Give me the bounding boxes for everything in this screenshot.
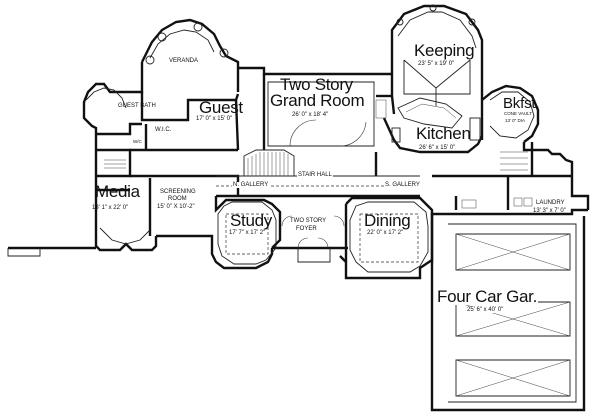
hall-name-n-gallery: N. GALLERY <box>232 182 270 188</box>
room-name-wic: W.I.C. <box>155 127 172 133</box>
room-name-kitchen: Kitchen <box>416 124 471 143</box>
room-name-grand-room-line2: Grand Room <box>270 91 365 110</box>
room-name-wc: W/C <box>133 139 142 144</box>
room-name-veranda: VERANDA <box>169 58 199 64</box>
room-dims-screening: 15' 0" X 10'-2" <box>157 204 195 210</box>
laundry-fixtures <box>461 197 533 209</box>
room-dims-bkfst: 13' 0" DIA <box>505 118 525 123</box>
bkfst-round <box>489 91 535 139</box>
house-exterior-walls <box>8 4 590 412</box>
kitchen-island <box>391 97 481 143</box>
keeping-octagon-detail <box>396 4 477 106</box>
garage-bays <box>448 223 577 403</box>
grand-room-detail <box>267 81 387 147</box>
stair <box>243 149 528 176</box>
study-octagon <box>217 201 277 265</box>
room-name-keeping: Keeping <box>414 41 475 60</box>
room-name-dining: Dining <box>364 211 411 230</box>
room-dims-kitchen: 26' 6" x 15' 0" <box>419 145 456 151</box>
room-name-media: Media <box>95 182 140 201</box>
room-name-guest: Guest <box>199 98 243 117</box>
entry-walkway <box>7 248 41 257</box>
room-name-screening-line1: SCREENING <box>160 189 196 195</box>
room-dims-garage: 25' 6" x 40' 0" <box>466 307 505 313</box>
media-curved-wall <box>85 87 151 245</box>
foyer-doors <box>281 215 345 263</box>
room-dims-grand-room: 26' 0" x 18' 4" <box>292 112 329 118</box>
room-dims-laundry: 13' 3" x 7' 0" <box>533 208 566 214</box>
room-dims-guest: 17' 0" x 15' 0" <box>196 116 233 122</box>
room-name-garage: Four Car Gar. <box>436 287 539 306</box>
dining-octagon <box>349 201 429 273</box>
room-name-foyer-line2: FOYER <box>296 226 317 232</box>
room-dims-media: 13' 1" x 22' 0" <box>92 205 129 211</box>
veranda-outline <box>140 18 240 92</box>
room-name-foyer-line1: TWO STORY <box>290 218 327 224</box>
room-name-study: Study <box>230 211 272 230</box>
room-dims-dining: 22' 0" x 17' 2" <box>367 230 404 236</box>
hall-name-stair-hall: STAIR HALL <box>297 172 333 178</box>
room-name-bkfst: Bkfst. <box>503 95 540 112</box>
room-name-screening-line2: ROOM <box>168 196 187 202</box>
room-name-grand-room-line1: Two Story <box>280 75 353 94</box>
room-note-bkfst: CONE VAULT <box>504 111 533 116</box>
room-dims-study: 17' 7" x 17' 2" <box>229 230 266 236</box>
hall-name-s-gallery: S. GALLERY <box>384 182 421 188</box>
room-dims-keeping: 23' 5" x 19' 0" <box>418 61 455 67</box>
room-name-laundry: LAUNDRY <box>536 200 565 206</box>
room-name-guest-bath: GUEST BATH <box>118 103 156 109</box>
